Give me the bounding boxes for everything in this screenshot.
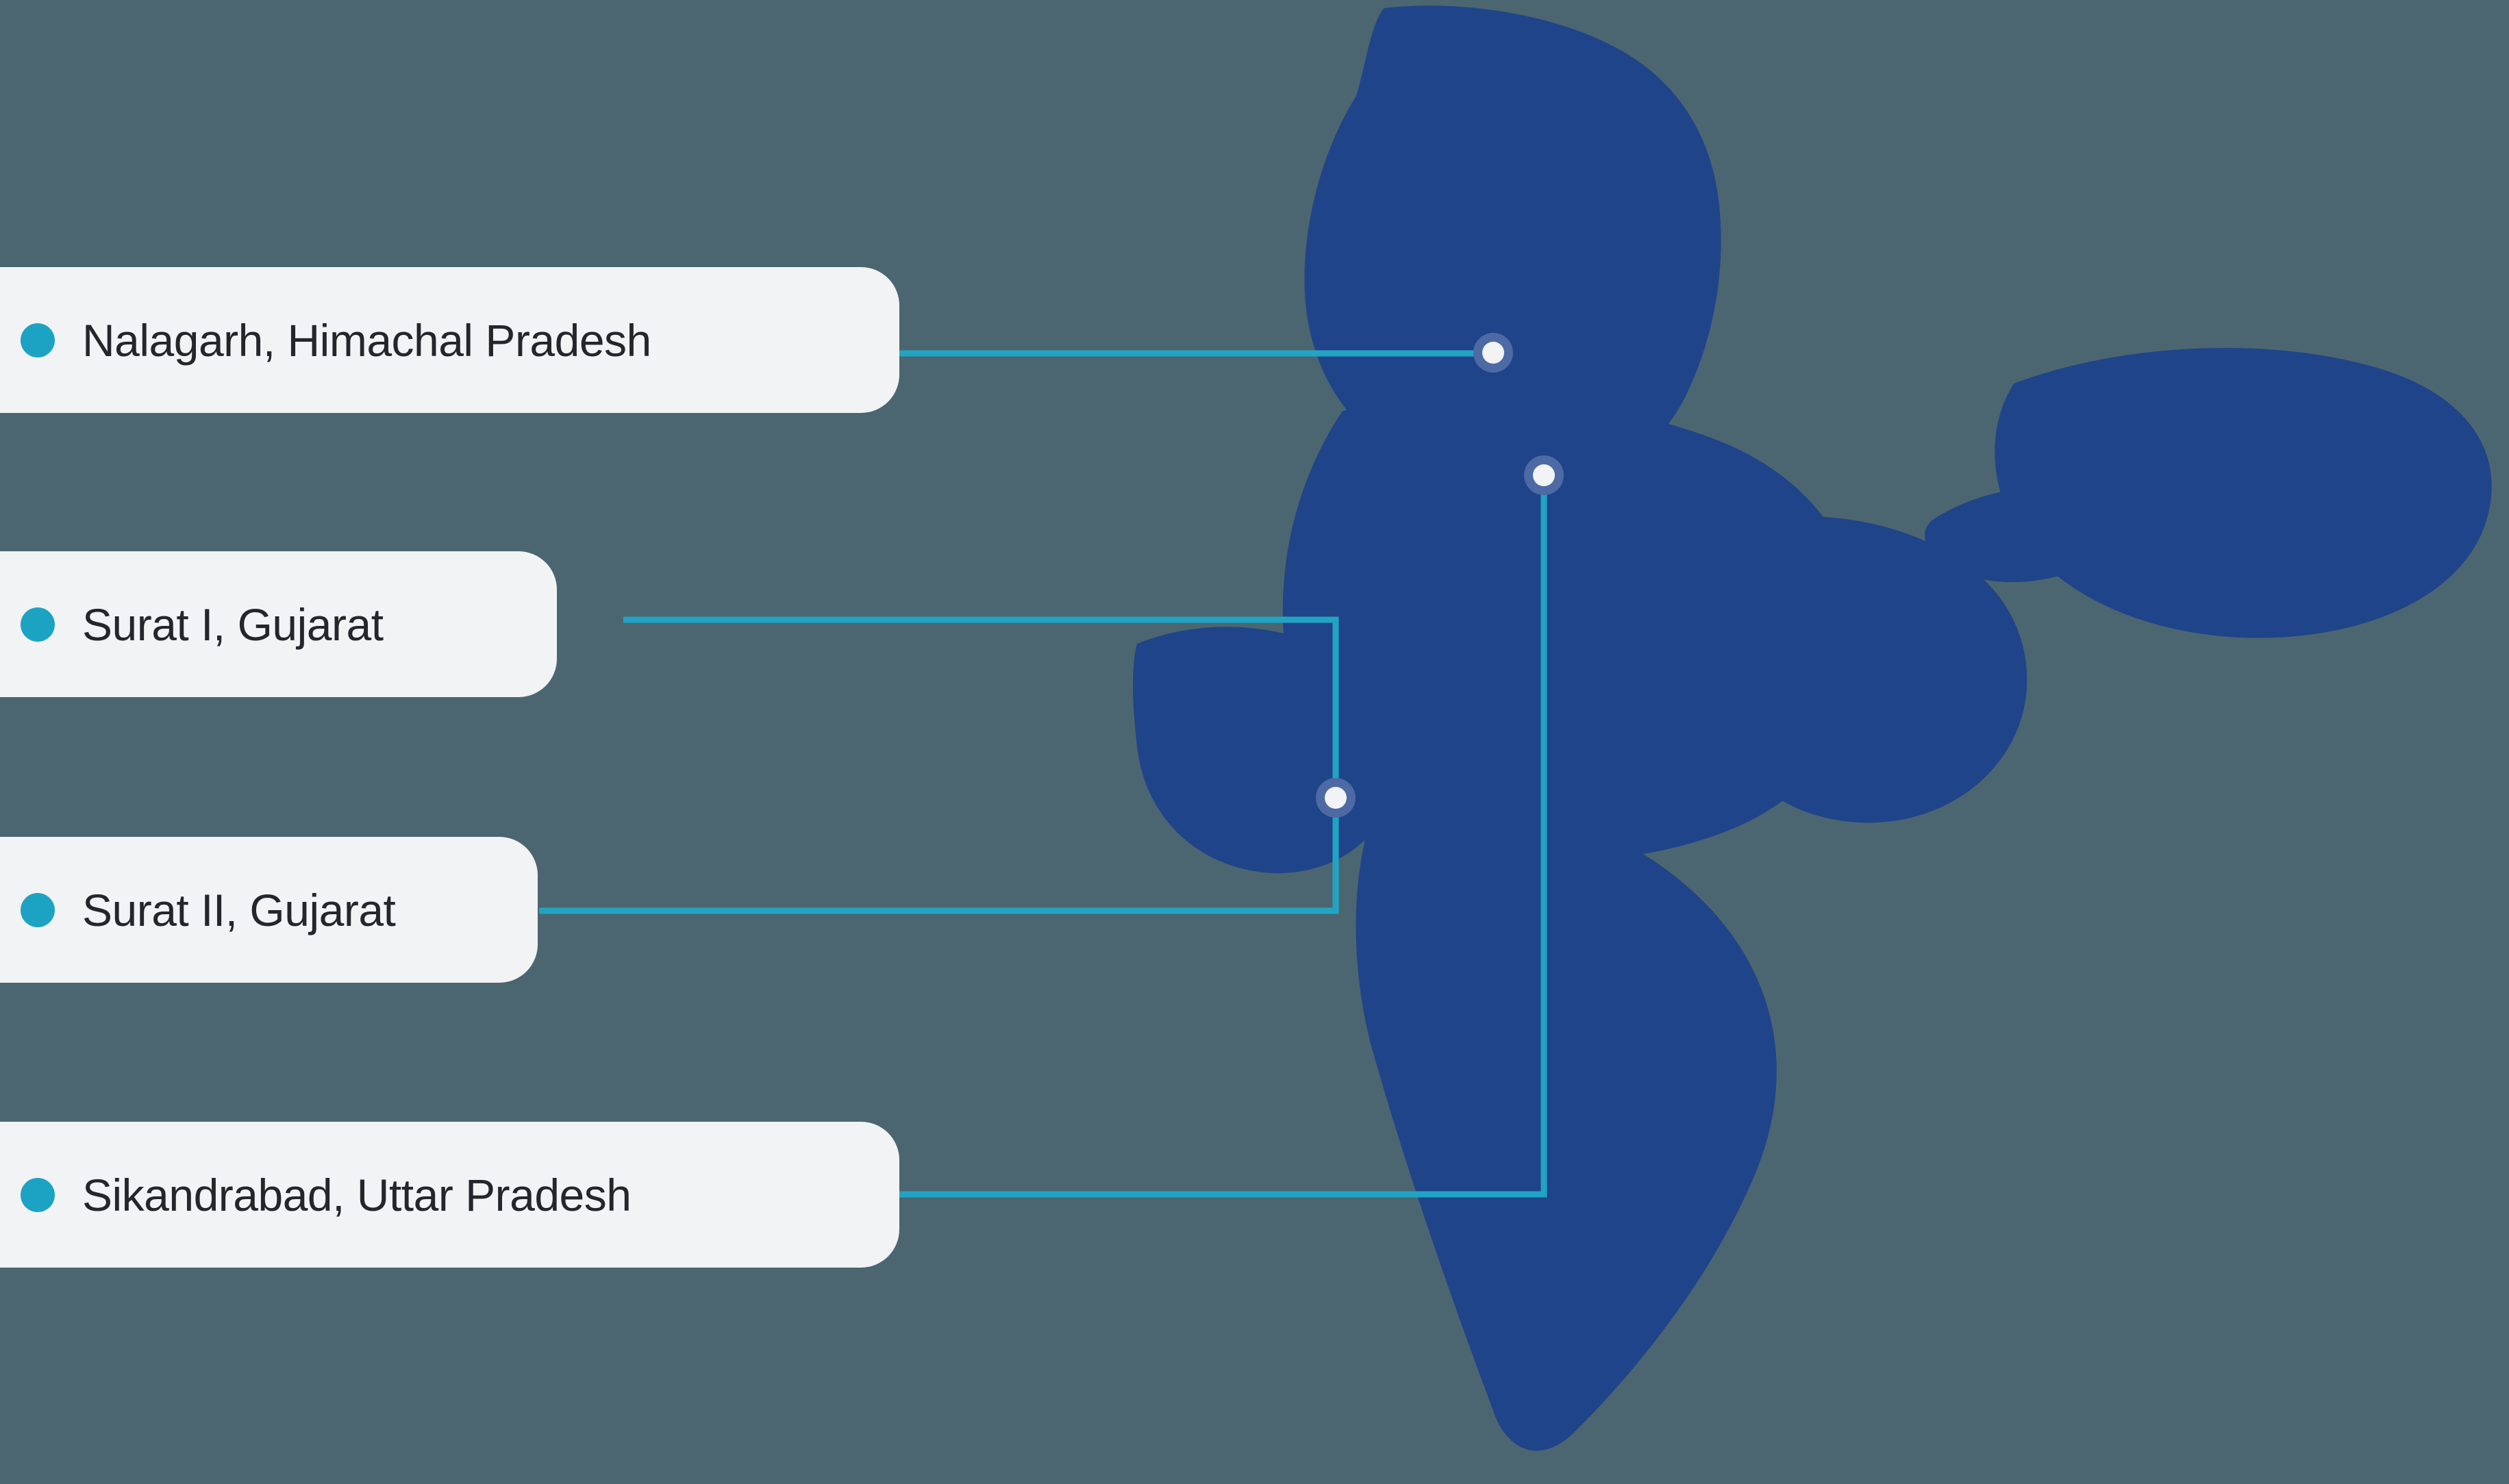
connector-surat-2 <box>539 798 1339 914</box>
india-blob-neck <box>1925 488 2106 583</box>
legend-dot-icon <box>21 892 55 927</box>
connector-surat-1 <box>623 616 1339 798</box>
label-nalagarh[interactable]: Nalagarh, Himachal Pradesh <box>0 267 899 413</box>
label-surat-2[interactable]: Surat II, Gujarat <box>0 837 538 983</box>
connector-lines <box>539 350 1547 1198</box>
india-blob-south-tip <box>1514 1332 1590 1438</box>
label-text: Surat I, Gujarat <box>82 599 384 650</box>
legend-dot-icon <box>21 1177 55 1212</box>
map-markers <box>1316 333 1564 818</box>
legend-dot-icon <box>21 323 55 357</box>
india-blob-east <box>1711 516 2027 823</box>
label-sikandrabad[interactable]: Sikandrabad, Uttar Pradesh <box>0 1122 899 1268</box>
india-blob-north <box>1304 5 1721 489</box>
marker-surat[interactable] <box>1316 778 1356 818</box>
marker-sikandrabad[interactable] <box>1524 455 1564 495</box>
label-text: Nalagarh, Himachal Pradesh <box>82 314 651 366</box>
label-text: Sikandrabad, Uttar Pradesh <box>82 1169 632 1220</box>
connector-sikandrabad <box>899 475 1547 1198</box>
india-blob-northeast <box>1995 347 2492 638</box>
marker-nalagarh[interactable] <box>1473 333 1513 373</box>
label-surat-1[interactable]: Surat I, Gujarat <box>0 551 557 697</box>
india-map-blobs-g <box>1133 5 2492 1451</box>
legend-dot-icon <box>21 607 55 642</box>
label-text: Surat II, Gujarat <box>82 884 396 935</box>
india-blob-central <box>1282 397 1863 860</box>
india-blob-peninsula <box>1356 786 1777 1451</box>
